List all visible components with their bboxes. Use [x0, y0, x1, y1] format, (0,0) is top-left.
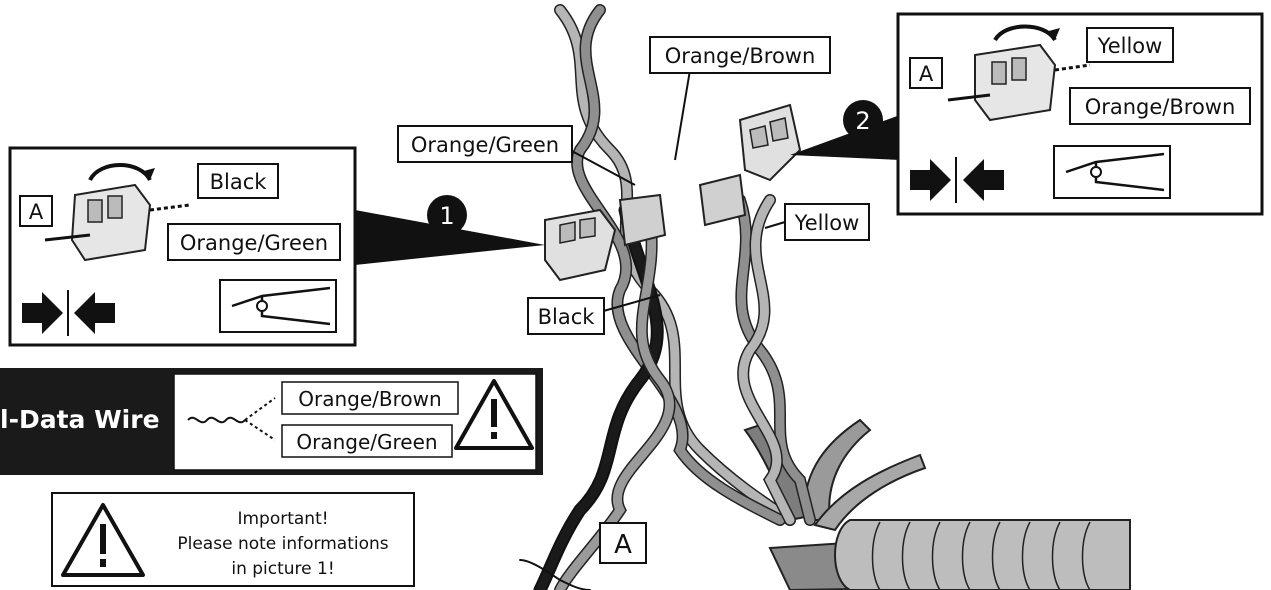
svg-text:l-Data Wire: l-Data Wire: [0, 405, 160, 434]
twisted-pair-right: [740, 200, 810, 520]
label-orange-brown-top: Orange/Brown: [650, 37, 830, 160]
pliers-icon: [1054, 146, 1170, 198]
svg-text:Black: Black: [538, 305, 596, 329]
svg-text:Yellow: Yellow: [1097, 34, 1163, 58]
callout-1-box: A Black Orange/Green: [10, 148, 355, 345]
callout-2-box: A Yellow Orange/Brown: [898, 14, 1262, 214]
svg-text:Orange/Green: Orange/Green: [296, 430, 437, 454]
svg-text:Orange/Green: Orange/Green: [180, 231, 328, 255]
pliers-icon: [220, 280, 336, 332]
label-yellow-mid: Yellow: [765, 204, 869, 240]
svg-text:Orange/Green: Orange/Green: [411, 133, 559, 157]
svg-text:Orange/Brown: Orange/Brown: [298, 387, 441, 411]
svg-text:A: A: [919, 62, 934, 86]
svg-text:Important!: Important!: [237, 509, 328, 529]
svg-text:1: 1: [439, 202, 454, 230]
callout-2-number-badge: 2: [843, 100, 883, 140]
callout-1-number-badge: 1: [427, 195, 467, 235]
svg-text:2: 2: [855, 107, 870, 135]
svg-text:A: A: [614, 530, 632, 560]
svg-text:Orange/Brown: Orange/Brown: [1085, 95, 1236, 119]
label-strand-a: A: [600, 523, 646, 563]
data-wire-box: l-Data Wire Orange/Brown Orange/Green: [0, 368, 543, 475]
important-note-box: Important! Please note informations in p…: [52, 493, 414, 586]
svg-text:Orange/Brown: Orange/Brown: [665, 44, 816, 68]
svg-text:in picture 1!: in picture 1!: [231, 559, 334, 579]
svg-text:A: A: [29, 200, 44, 224]
svg-text:Yellow: Yellow: [794, 211, 860, 235]
svg-text:Black: Black: [210, 170, 268, 194]
svg-text:Please note informations: Please note informations: [177, 534, 388, 554]
